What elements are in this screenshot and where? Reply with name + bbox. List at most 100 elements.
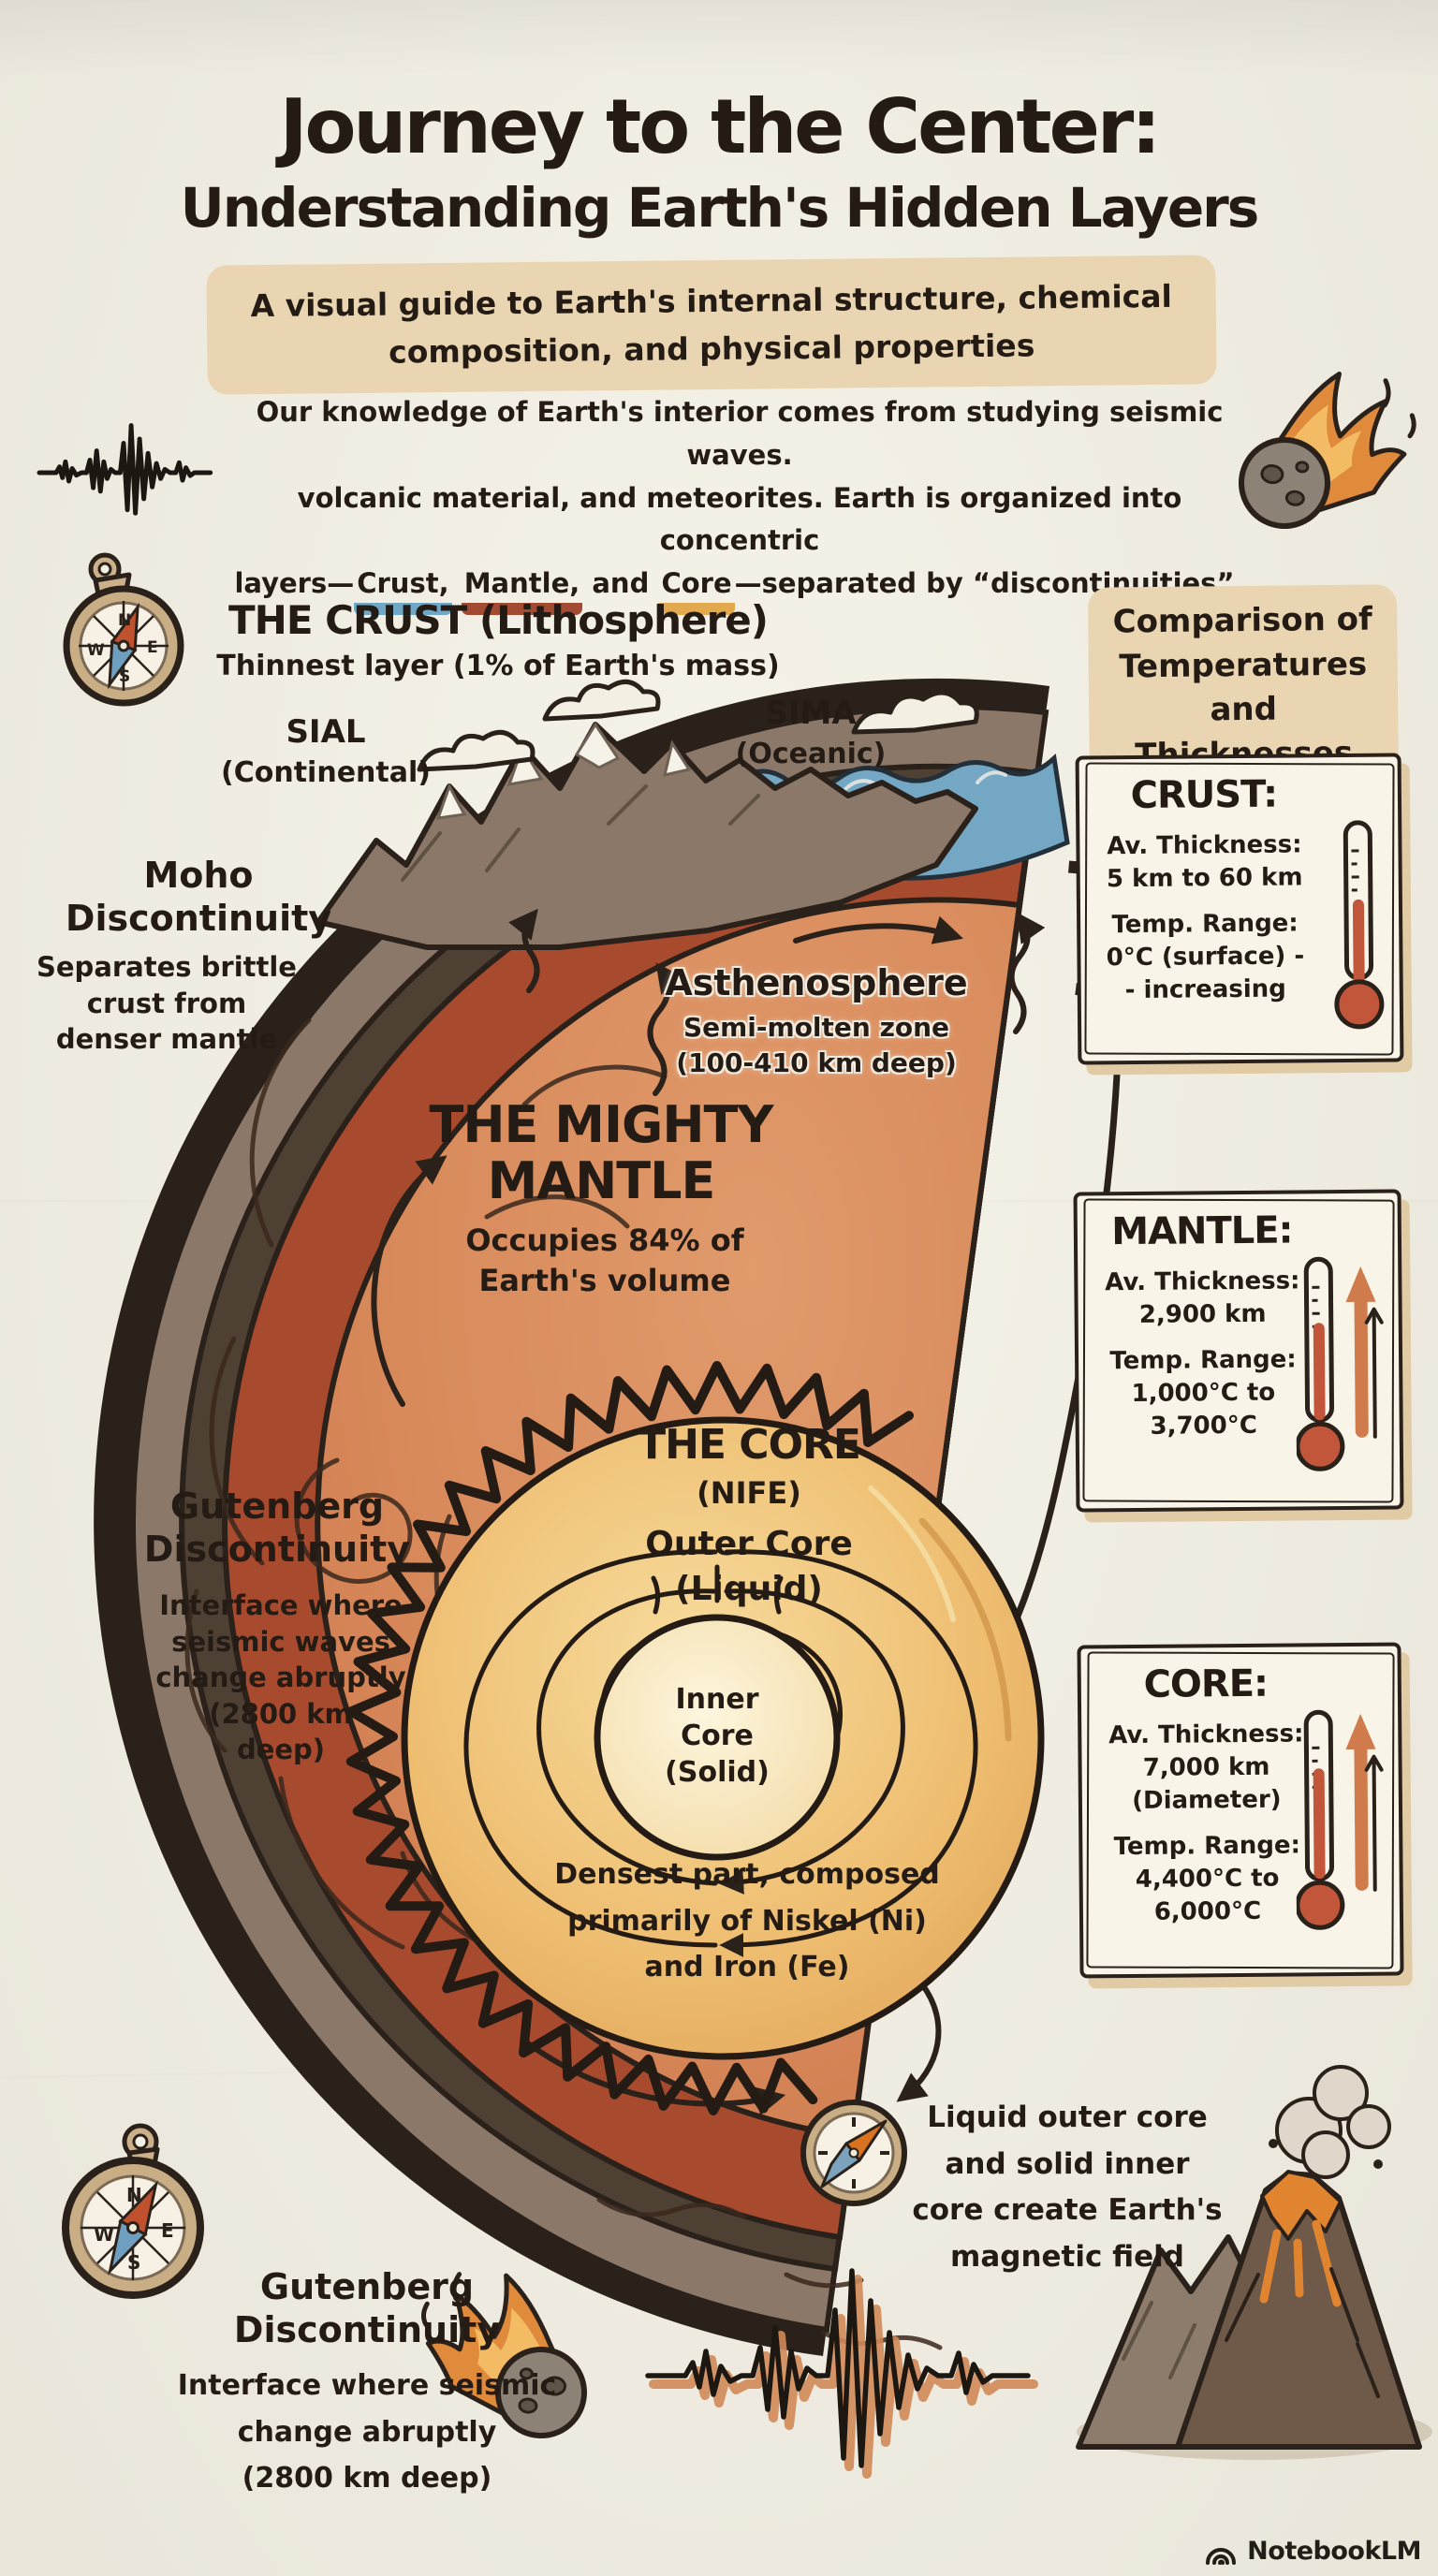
moho-desc-line2: crust from bbox=[86, 987, 247, 1019]
crust-temp-value1: 0°C (surface) - bbox=[1106, 942, 1305, 973]
magnetic-line1: Liquid outer core bbox=[927, 2100, 1208, 2134]
gutenberg-left-desc-line1: Interface where bbox=[159, 1589, 403, 1621]
page-title-line1: Journey to the Center: bbox=[279, 83, 1162, 170]
mantle-underlined-word: Mantle, bbox=[461, 563, 583, 616]
core-temp-value1: 4,400°C to bbox=[1135, 1865, 1280, 1895]
crust-thickness-value: 5 km to 60 km bbox=[1106, 863, 1303, 894]
gutenberg-left-title: Gutenberg Discontinuity bbox=[144, 1485, 410, 1572]
inner-core-line1: Inner bbox=[675, 1683, 759, 1716]
gutenberg-bottom-title-line2: Discontinuity bbox=[233, 2309, 501, 2351]
core-thickness-value2: (Diameter) bbox=[1132, 1785, 1282, 1816]
notebooklm-brand: NotebookLM bbox=[1202, 2535, 1421, 2567]
crust-box-title: CRUST: bbox=[1130, 772, 1278, 818]
gutenberg-bottom-title-line1: Gutenberg bbox=[259, 2266, 475, 2307]
mantle-info-box: MANTLE: Av. Thickness: 2,900 km Temp. Ra… bbox=[1073, 1189, 1404, 1513]
mantle-subtitle: Occupies 84% of Earth's volume bbox=[465, 1221, 743, 1301]
core-desc-line2: primarily of Niskel (Ni) bbox=[567, 1904, 927, 1938]
mantle-title-line1: THE MIGHTY bbox=[429, 1095, 774, 1154]
core-box-title: CORE: bbox=[1143, 1661, 1269, 1706]
core-desc-line1: Densest part, composed bbox=[554, 1858, 940, 1891]
moho-desc: Separates brittle crust from denser mant… bbox=[17, 949, 316, 1058]
intro-paragraph: Our knowledge of Earth's interior comes … bbox=[215, 391, 1264, 616]
gutenberg-bottom-desc: Interface where seismic change abruptly … bbox=[178, 2363, 557, 2502]
thermometer-icon bbox=[1295, 1709, 1384, 1930]
crust-subheading: Thinnest layer (1% of Earth's mass) bbox=[216, 650, 780, 682]
volcano-icon bbox=[1076, 2065, 1432, 2460]
asthenosphere-sub1: Semi-molten zone bbox=[682, 1012, 950, 1043]
magnetic-line3: core create Earth's bbox=[912, 2193, 1223, 2228]
up-arrow-icon bbox=[1345, 1713, 1384, 1892]
mantle-box-title: MANTLE: bbox=[1111, 1208, 1293, 1254]
page-title-line2: Understanding Earth's Hidden Layers bbox=[180, 176, 1260, 240]
gutenberg-left-title-line2: Discontinuity bbox=[143, 1529, 411, 1571]
subtitle: A visual guide to Earth's internal struc… bbox=[206, 255, 1217, 395]
gutenberg-left-desc-line3: change abruptly bbox=[155, 1661, 406, 1694]
cloud-icon bbox=[417, 680, 979, 772]
mantle-title: THE MIGHTY MANTLE bbox=[273, 1095, 929, 1211]
sial-sublabel: (Continental) bbox=[221, 756, 431, 789]
moho-desc-line1: Separates brittle bbox=[37, 951, 297, 983]
core-desc-line3: and Iron (Fe) bbox=[644, 1951, 850, 1983]
sima-sublabel: (Oceanic) bbox=[735, 738, 887, 770]
comparison-heading-line1: Comparison of bbox=[1112, 600, 1373, 641]
mantle-subtitle-line1: Occupies 84% of bbox=[465, 1222, 744, 1258]
crust-temp-label: Temp. Range: bbox=[1111, 909, 1299, 940]
seismic-wave-icon bbox=[39, 426, 211, 514]
core-nife-label: (NIFE) bbox=[697, 1475, 801, 1511]
thermometer-icon bbox=[1295, 1256, 1384, 1471]
subtitle-line2: composition, and physical properties bbox=[388, 327, 1035, 371]
intro-line2: volcanic material, and meteorites. Earth… bbox=[297, 481, 1182, 557]
magnetic-field-note: Liquid outer core and solid inner core c… bbox=[912, 2095, 1222, 2280]
compass-icon: N E S W bbox=[63, 552, 184, 707]
gutenberg-bottom-title: Gutenberg Discontinuity bbox=[234, 2265, 500, 2352]
mantle-temp-value1: 1,000°C to bbox=[1131, 1378, 1276, 1409]
comparison-heading-line2: Temperatures and bbox=[1119, 645, 1368, 729]
intro-sep bbox=[452, 567, 462, 599]
sima-label: SIMA bbox=[765, 695, 857, 732]
core-desc: Densest part, composed primarily of Nisk… bbox=[554, 1852, 940, 1991]
compass-icon bbox=[800, 2100, 907, 2206]
compass-icon: N E S W bbox=[62, 2123, 204, 2299]
outer-core-label: Outer Core bbox=[645, 1525, 853, 1563]
inner-core-line3: (Solid) bbox=[665, 1756, 770, 1789]
core-thickness-label: Av. Thickness: bbox=[1108, 1720, 1304, 1750]
moho-title: Moho Discontinuity bbox=[66, 854, 331, 941]
crust-heading: THE CRUST (Lithosphere) bbox=[228, 597, 769, 643]
moho-desc-line3: denser mantle bbox=[55, 1023, 278, 1056]
gutenberg-bottom-desc-line1: Interface where seismic bbox=[177, 2369, 557, 2402]
compass-s: S bbox=[119, 667, 130, 686]
mantle-title-line2: MANTLE bbox=[487, 1151, 716, 1211]
intro-sep: and bbox=[582, 567, 659, 600]
compass-n: N bbox=[118, 611, 131, 630]
gutenberg-left-desc-line4: (2800 km bbox=[209, 1697, 353, 1730]
thermometer-icon bbox=[1334, 820, 1385, 1030]
compass-n: N bbox=[126, 2184, 142, 2206]
asthenosphere-sub2: (100-410 km deep) bbox=[676, 1047, 957, 1078]
inner-core-line2: Core bbox=[681, 1720, 754, 1752]
mountains-icon bbox=[315, 722, 978, 950]
sial-label: SIAL bbox=[286, 713, 366, 751]
crust-temp-value2: - increasing bbox=[1124, 974, 1286, 1005]
mantle-flow-arrows bbox=[371, 908, 1046, 2115]
subtitle-line1: A visual guide to Earth's internal struc… bbox=[250, 277, 1173, 325]
core-temp-label: Temp. Range: bbox=[1113, 1831, 1301, 1862]
brand-name: NotebookLM bbox=[1247, 2536, 1421, 2566]
compass-s: S bbox=[127, 2251, 140, 2274]
compass-e: E bbox=[147, 638, 158, 657]
magnetic-line4: magnetic field bbox=[950, 2239, 1184, 2274]
gutenberg-zigzag-boundary bbox=[345, 1361, 914, 2115]
up-arrow-icon bbox=[1345, 1266, 1384, 1439]
intro-line3-pre: layers— bbox=[234, 567, 355, 600]
crust-info-box: CRUST: Av. Thickness: 5 km to 60 km Temp… bbox=[1075, 753, 1404, 1065]
mantle-thickness-value: 2,900 km bbox=[1138, 1299, 1267, 1330]
mantle-subtitle-line2: Earth's volume bbox=[478, 1263, 731, 1299]
gutenberg-left-desc-line2: seismic waves bbox=[171, 1625, 390, 1658]
gutenberg-bottom-desc-line2: change abruptly bbox=[237, 2415, 497, 2449]
gutenberg-left-title-line1: Gutenberg bbox=[169, 1486, 385, 1527]
mantle-thickness-label: Av. Thickness: bbox=[1105, 1266, 1300, 1297]
crust-underlined-word: Crust, bbox=[354, 563, 452, 616]
gutenberg-bottom-desc-line3: (2800 km deep) bbox=[242, 2462, 492, 2495]
core-underlined-word: Core bbox=[658, 563, 735, 616]
